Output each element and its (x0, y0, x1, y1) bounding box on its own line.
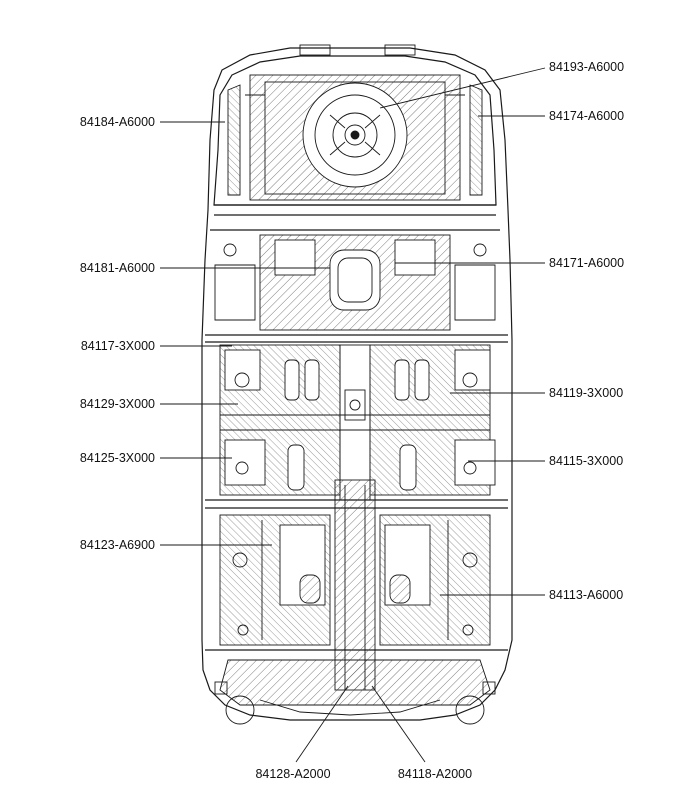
callout-84117-3x000: 84117-3X000 (80, 339, 155, 353)
callout-84118-a2000: 84118-A2000 (397, 767, 473, 781)
callout-84125-3x000: 84125-3X000 (79, 451, 155, 465)
callout-84174-a6000: 84174-A6000 (549, 109, 625, 123)
rear-seat-floor (219, 344, 496, 501)
dash-lower-panel (214, 659, 496, 725)
rear-floor-panel (227, 44, 483, 201)
callout-84119-3x000: 84119-3X000 (549, 386, 624, 400)
callout-84113-a6000: 84113-A6000 (549, 588, 624, 602)
leader-84128 (295, 685, 349, 763)
callout-84184-a6000: 84184-A6000 (79, 115, 155, 129)
callout-84171-a6000: 84171-A6000 (549, 256, 625, 270)
callout-84193-a6000: 84193-A6000 (549, 60, 625, 74)
leader-84118 (371, 685, 426, 763)
leader-84193 (379, 67, 546, 109)
callout-84181-a6000: 84181-A6000 (79, 261, 155, 275)
callout-84115-3x000: 84115-3X000 (549, 454, 624, 468)
front-floor (219, 479, 491, 691)
callout-84123-a6900: 84123-A6900 (79, 538, 155, 552)
callout-84129-3x000: 84129-3X000 (79, 397, 155, 411)
rear-cross-member (214, 234, 496, 331)
callout-84128-a2000: 84128-A2000 (255, 767, 331, 781)
leader-lines (160, 67, 546, 763)
